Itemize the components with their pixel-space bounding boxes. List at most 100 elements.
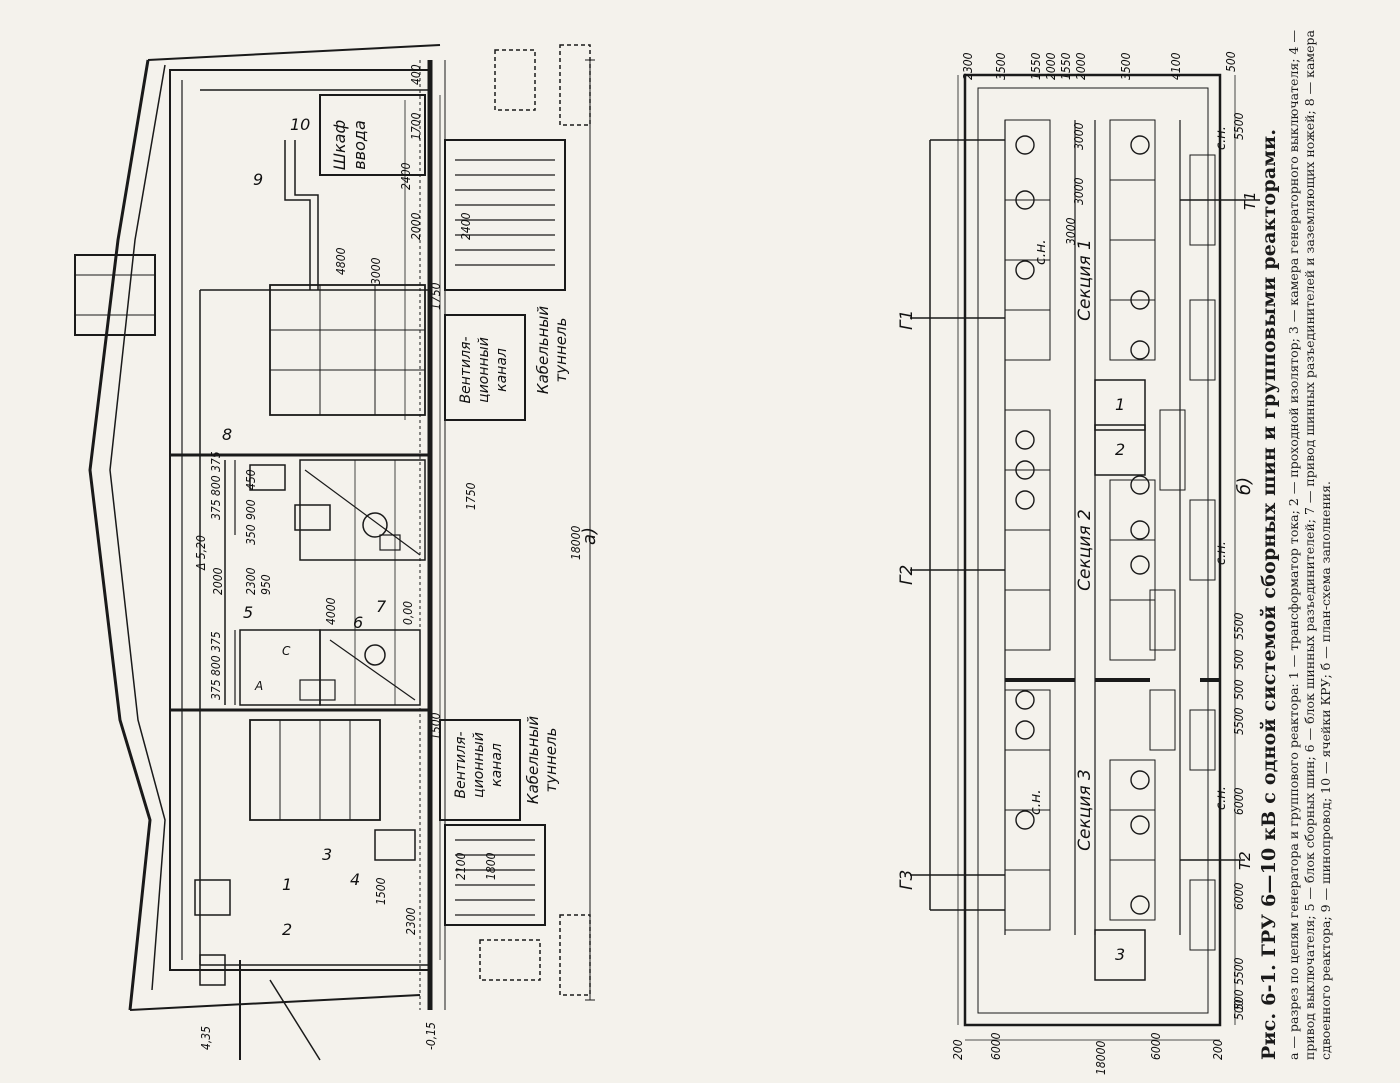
section-a-drawing [74,44,595,1061]
reactor-label-1: 1 [1115,395,1125,414]
section-b-drawing [910,73,1260,1041]
inner-dim-3000-b: 3000 [1072,122,1086,150]
dim-1750-a: 1750 [464,482,478,510]
callout-3: 3 [322,845,332,864]
generator-g3: Г3 [897,870,917,890]
dim-1700: 1700 [409,112,423,140]
vent-channel-2-line-2: ционный [471,732,487,798]
figure-caption: Рис. 6-1. ГРУ 6—10 кВ с одной системой с… [1258,30,1348,1060]
right-dim-6: 500 [1232,999,1246,1020]
dim-950: 950 [259,574,273,595]
busway [284,140,311,290]
reactor-block-1 [1094,379,1146,431]
dim-1500-a: 1500 [374,877,388,905]
elevation-0-00: 0,00 [401,601,415,625]
inner-dim-3000-a: 3000 [1072,177,1086,205]
generator-g1: Г1 [897,310,917,330]
aux-label-1: с.н. [1033,239,1049,265]
current-transformer-1 [194,879,231,916]
section-1-label: Секция 1 [1075,239,1095,321]
dim-350: 350 [244,524,258,545]
cable-tunnel-1-line-2: туннель [552,318,570,383]
dim-18000: 18000 [569,526,583,560]
reactor-symbols [1015,135,1150,915]
roof-top-edge [147,44,441,61]
cable-tunnel-2-line-2: туннель [542,728,560,793]
right-dim-9: 5500 [1232,957,1246,985]
right-dim-3: 500 [1232,649,1246,670]
callout-7: 7 [376,597,387,616]
caption-title: Рис. 6-1. ГРУ 6—10 кВ с одной системой с… [1258,128,1280,1060]
callout-10: 10 [290,115,310,134]
generator-g2: Г2 [897,565,917,585]
view-label-a: а) [579,527,600,545]
reactor-chamber-8 [299,459,426,561]
dim-2300-a: 2300 [404,907,418,935]
dim-2000-a: 2000 [211,567,225,595]
input-cabinet-label-1: Шкаф [330,120,349,170]
breaker-drive-4 [374,829,416,861]
bottom-dim-200-a: 200 [951,1039,965,1060]
reactor-block-3 [1094,929,1146,981]
top-dim-4100: 4100 [1169,52,1183,80]
view-label-b: б) [1234,477,1255,495]
right-dim-10: 500 [1232,989,1246,1010]
dim-375-800-375-b: 375 800 375 [209,451,223,520]
callout-6: 6 [353,613,363,632]
bushing-2 [199,954,226,986]
disconnector-block-6 [319,629,421,706]
footing-bottom [479,939,541,981]
input-cabinet-label-2: ввода [350,120,369,170]
dim-400: 400 [409,64,423,85]
top-dim-2000-b: 2000 [1074,52,1088,80]
aux-label-2: с.н. [1214,126,1229,150]
callout-1: 1 [282,875,292,894]
right-dim-5: 500 [1232,679,1246,700]
plan-outer-wall [963,73,1222,1027]
top-dim-2000-a: 2000 [1044,52,1058,80]
right-dim-7: 6000 [1232,787,1246,815]
aux-label-4: с.н. [1028,789,1044,815]
elevation-4-35: 4,35 [199,1026,213,1050]
footing-top [494,49,536,111]
bottom-dim-18000: 18000 [1094,1041,1108,1075]
right-dim-2: 5500 [1232,612,1246,640]
phase-c-label: С [282,644,291,658]
vent-channel-1-line-3: канал [494,348,510,392]
vent-channel-1-line-2: ционный [476,337,492,403]
top-dim-3500-a: 3500 [994,52,1008,80]
top-dim-1550-a: 1550 [1029,52,1043,80]
kru-cells [269,284,426,416]
roof-outline [88,59,152,1011]
dim-1800: 1800 [484,852,498,880]
reactor-label-2: 2 [1115,440,1125,459]
elevation-minus-0-15: -0,15 [424,1022,438,1050]
section-3-label: Секция 3 [1075,769,1095,851]
grid-blocks [1149,154,1216,951]
elevation-5-20: Δ 5,20 [194,535,208,571]
top-dim-1550-b: 1550 [1059,52,1073,80]
input-cabinet [319,94,426,176]
plan-cells [1004,119,1156,931]
inner-dim-3000-c: 3000 [1064,217,1078,245]
section-b-labels: Секция 1 Секция 2 Секция 3 Г1 Г2 Г3 Т1 Т… [897,51,1259,1075]
aux-label-3: с.н. [1214,541,1229,565]
busbar-block-5 [239,629,321,706]
roof-vent-stack [74,254,156,336]
aux-label-5: с.н. [1214,786,1229,810]
dim-1750-b: 1750 [429,282,443,310]
bottom-dim-200-b: 200 [1211,1039,1225,1060]
roof-bottom-edge [129,994,421,1011]
dim-3000: 3000 [369,257,383,285]
callout-2: 2 [282,920,292,939]
reactor-label-3: 3 [1115,945,1125,964]
caption-legend: а — разрез по цепям генератора и группов… [1286,30,1333,1060]
vent-channel-1-line-1: Вентиля- [458,336,474,403]
bottom-dim-6000-b: 6000 [1149,1032,1163,1060]
transformer-t1: Т1 [1241,191,1259,210]
callout-4: 4 [350,870,360,889]
transformer-t2: Т2 [1236,851,1254,870]
dim-2300-b: 2300 [244,567,258,595]
roof-inner [109,64,166,991]
dim-2100: 2100 [454,852,468,880]
